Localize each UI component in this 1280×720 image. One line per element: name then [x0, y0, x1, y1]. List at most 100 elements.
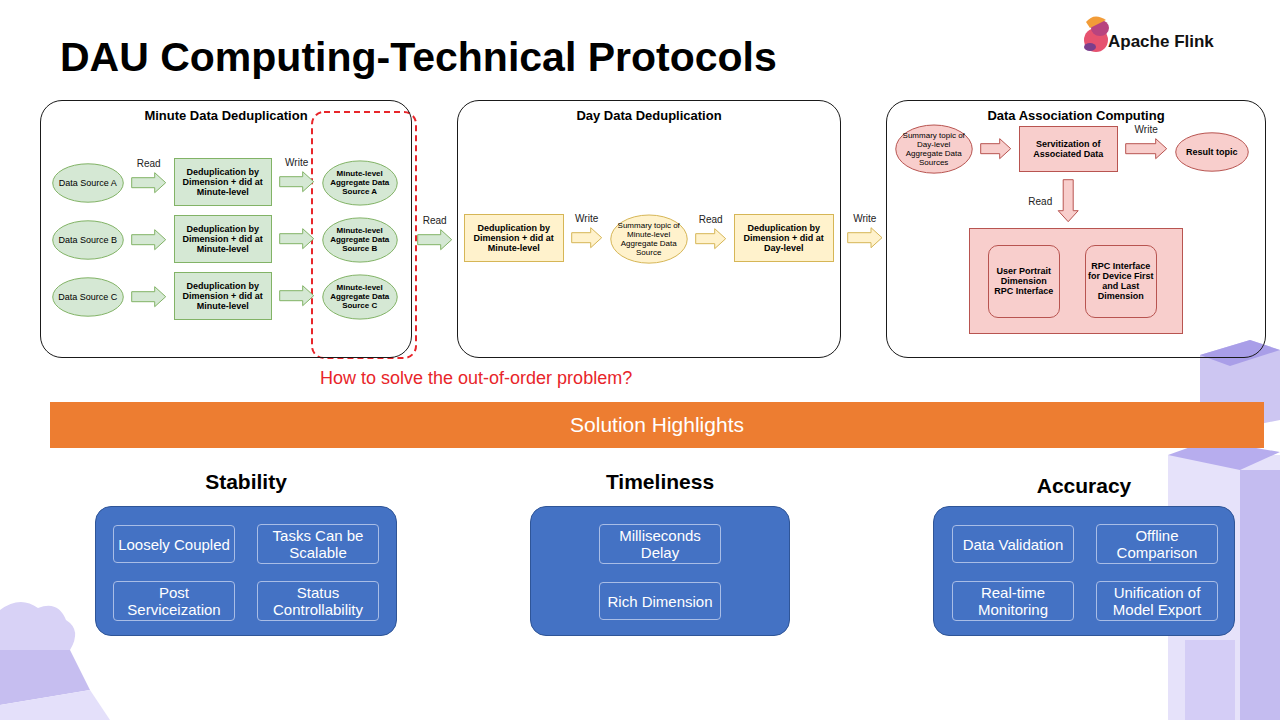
node-label: Summary topic of Minute-level Aggregate …: [616, 221, 682, 257]
edge-label: Write: [851, 213, 878, 224]
ellipse-shape: [895, 125, 971, 173]
feature-box: Post Serviceization: [113, 581, 235, 621]
data-source-ellipse: Data Source B: [52, 220, 124, 260]
slide-title: DAU Computing-Technical Protocols: [60, 34, 777, 81]
process-box: Deduplication by Dimension + did at Minu…: [174, 272, 272, 320]
node-label: Deduplication by Dimension + did at Minu…: [177, 167, 269, 197]
block-arrow: [981, 139, 1011, 159]
feature-box: Tasks Can be Scalable: [257, 524, 379, 564]
block-arrow: [1126, 139, 1167, 159]
edge-label: Read: [421, 215, 449, 226]
node-label: Data Source C: [58, 292, 117, 302]
block-arrow: [696, 229, 726, 249]
highlight-group: TimelinessMilliseconds DelayRich Dimensi…: [530, 466, 790, 636]
feature-box: Unification of Model Export: [1096, 581, 1218, 621]
block: [1240, 470, 1280, 720]
rpc-interface-box: RPC Interface for Device First and Last …: [1085, 245, 1157, 318]
node-label: Minute-level Aggregate Data Source A: [328, 169, 392, 196]
aggregate-ellipse: Minute-level Aggregate Data Source C: [322, 274, 398, 320]
node-label: Post Serviceization: [116, 584, 232, 618]
data-source-ellipse: Data Source C: [52, 277, 124, 317]
highlight-group: AccuracyData Validation Offline Compariso…: [933, 466, 1235, 636]
node-heading: Data Association Computing: [987, 108, 1164, 123]
block-arrow: [132, 230, 166, 250]
edge-label: Write: [283, 157, 310, 168]
panel: Data Association ComputingSummary topic …: [886, 100, 1266, 358]
node-label: User Portrait Dimension RPC Interface: [991, 266, 1057, 296]
feature-box: Real-time Monitoring: [952, 581, 1074, 621]
node-label: RPC Interface for Device First and Last …: [1088, 261, 1154, 301]
node-label: Minute-level Aggregate Data Source B: [328, 226, 392, 253]
block-arrow: [132, 173, 166, 193]
block-arrow: [1058, 180, 1078, 222]
node-heading: Day Data Deduplication: [576, 108, 721, 123]
node-label: Data Validation: [963, 536, 1064, 553]
block-arrow: [280, 172, 314, 192]
panel: Day Data DeduplicationDeduplication by D…: [457, 100, 841, 358]
ellipse-shape: [610, 215, 686, 263]
block-arrow: [848, 228, 882, 248]
block: [1185, 640, 1235, 720]
node-label: Deduplication by Dimension + did at Minu…: [177, 281, 269, 311]
logo-text: Apache Flink: [1108, 32, 1214, 52]
highlight-band: Solution Highlights: [50, 402, 1264, 448]
block-arrow: [280, 229, 314, 249]
node-label: Servitization of Associated Data: [1022, 139, 1115, 159]
block: [0, 690, 110, 720]
process-box: Deduplication by Dimension + did at Minu…: [464, 214, 564, 262]
highlight-dashed-box: [312, 112, 416, 358]
node-label: Minute-level Aggregate Data Source C: [328, 283, 392, 310]
node-heading: Stability: [205, 470, 287, 494]
feature-box: Loosely Coupled: [113, 525, 235, 563]
topic-ellipse: Summary topic of Day-level Aggregate Dat…: [895, 124, 973, 174]
node-label: Data Source A: [59, 178, 117, 188]
node-heading: Timeliness: [606, 470, 714, 494]
ellipse-shape: [1175, 132, 1248, 170]
node-label: Deduplication by Dimension + did at Day-…: [737, 223, 831, 253]
feature-box: Data Validation: [952, 525, 1074, 563]
node-label: Status Controllability: [260, 584, 376, 618]
block-arrow: [280, 286, 314, 306]
node-label: Data Source B: [58, 235, 117, 245]
node-label: Real-time Monitoring: [955, 584, 1071, 618]
ellipse-shape: [52, 220, 123, 258]
node-label: Rich Dimension: [607, 593, 712, 610]
edge-label: Read: [135, 158, 163, 169]
node-label: Offline Comparison: [1099, 527, 1215, 561]
process-box: Deduplication by Dimension + did at Day-…: [734, 214, 834, 262]
feature-box: Status Controllability: [257, 581, 379, 621]
logo-tail: [1086, 16, 1106, 28]
ellipse-shape: [322, 161, 396, 205]
ellipse-shape: [322, 275, 396, 319]
data-source-ellipse: Data Source A: [52, 163, 124, 203]
edge-label: Read: [1026, 195, 1054, 206]
ellipse-shape: [52, 277, 123, 315]
node-heading: Accuracy: [1037, 474, 1132, 498]
highlight-group: StabilityLoosely Coupled Tasks Can be Sca…: [95, 466, 397, 636]
ellipse-shape: [52, 163, 123, 201]
block-arrow: [572, 228, 602, 248]
node-label: Milliseconds Delay: [602, 527, 718, 561]
cloud: [0, 602, 75, 650]
block-arrow: [132, 287, 166, 307]
process-box: Servitization of Associated Data: [1019, 126, 1118, 172]
node-label: Loosely Coupled: [118, 536, 230, 553]
process-box: Deduplication by Dimension + did at Minu…: [174, 158, 272, 206]
edge-label: Read: [697, 214, 725, 225]
interface-group-box: User Portrait Dimension RPC Interface RPC…: [969, 228, 1183, 334]
node-label: Summary topic of Day-level Aggregate Dat…: [901, 131, 967, 167]
feature-box: Milliseconds Delay: [599, 524, 721, 564]
node-label: Solution Highlights: [570, 413, 744, 437]
aggregate-ellipse: Minute-level Aggregate Data Source A: [322, 160, 398, 206]
block-arrow: [418, 230, 452, 250]
block-top: [1200, 340, 1280, 366]
process-box: Deduplication by Dimension + did at Minu…: [174, 215, 272, 263]
feature-box: Rich Dimension: [599, 582, 721, 620]
node-label: Result topic: [1186, 147, 1238, 157]
feature-box: Offline Comparison: [1096, 524, 1218, 564]
rpc-interface-box: User Portrait Dimension RPC Interface: [988, 245, 1060, 318]
question-note: How to solve the out-of-order problem?: [320, 368, 632, 389]
node-label: Deduplication by Dimension + did at Minu…: [177, 224, 269, 254]
node-heading: Minute Data Deduplication: [144, 108, 307, 123]
